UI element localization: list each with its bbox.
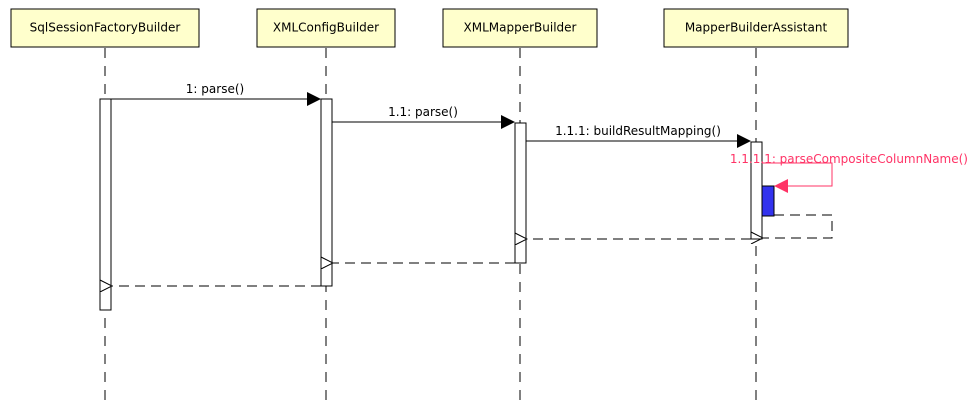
message-label-m2: 1.1: parse()	[388, 105, 458, 119]
participant-box	[663, 8, 849, 48]
message-return-r4[interactable]	[763, 214, 833, 238]
participant-xmlconfigbuilder[interactable]: XMLConfigBuilder	[256, 8, 396, 48]
participant-mapperbuilderassistant[interactable]: MapperBuilderAssistant	[663, 8, 849, 48]
activation-xmlconfigbuilder	[320, 98, 333, 287]
message-label-m1: 1: parse()	[186, 82, 244, 96]
activation-self-call	[761, 185, 775, 217]
participant-sqlsessionfactorybuilder[interactable]: SqlSessionFactoryBuilder	[10, 8, 200, 48]
participant-box	[10, 8, 200, 48]
participant-xmlmapperbuilder[interactable]: XMLMapperBuilder	[442, 8, 598, 48]
activation-xmlmapperbuilder	[514, 122, 527, 264]
message-label-m3: 1.1.1: buildResultMapping()	[555, 124, 721, 138]
participant-label: XMLMapperBuilder	[464, 21, 577, 35]
activation-sqlsessionfactorybuilder	[99, 98, 112, 311]
participant-label: XMLConfigBuilder	[273, 21, 379, 35]
participant-label: MapperBuilderAssistant	[685, 21, 828, 35]
lifelines	[104, 48, 757, 408]
participant-box	[256, 8, 396, 48]
message-label-m4: 1.1.1.1: parseCompositeColumnName()	[730, 152, 968, 166]
participant-label: SqlSessionFactoryBuilder	[30, 21, 181, 35]
participants: SqlSessionFactoryBuilder XMLConfigBuilde…	[10, 8, 849, 48]
messages: 1: parse() 1.1: parse() 1.1.1: buildResu…	[111, 82, 968, 286]
activations	[99, 98, 775, 311]
participant-box	[442, 8, 598, 48]
message-arrow-m4[interactable]	[762, 162, 833, 193]
